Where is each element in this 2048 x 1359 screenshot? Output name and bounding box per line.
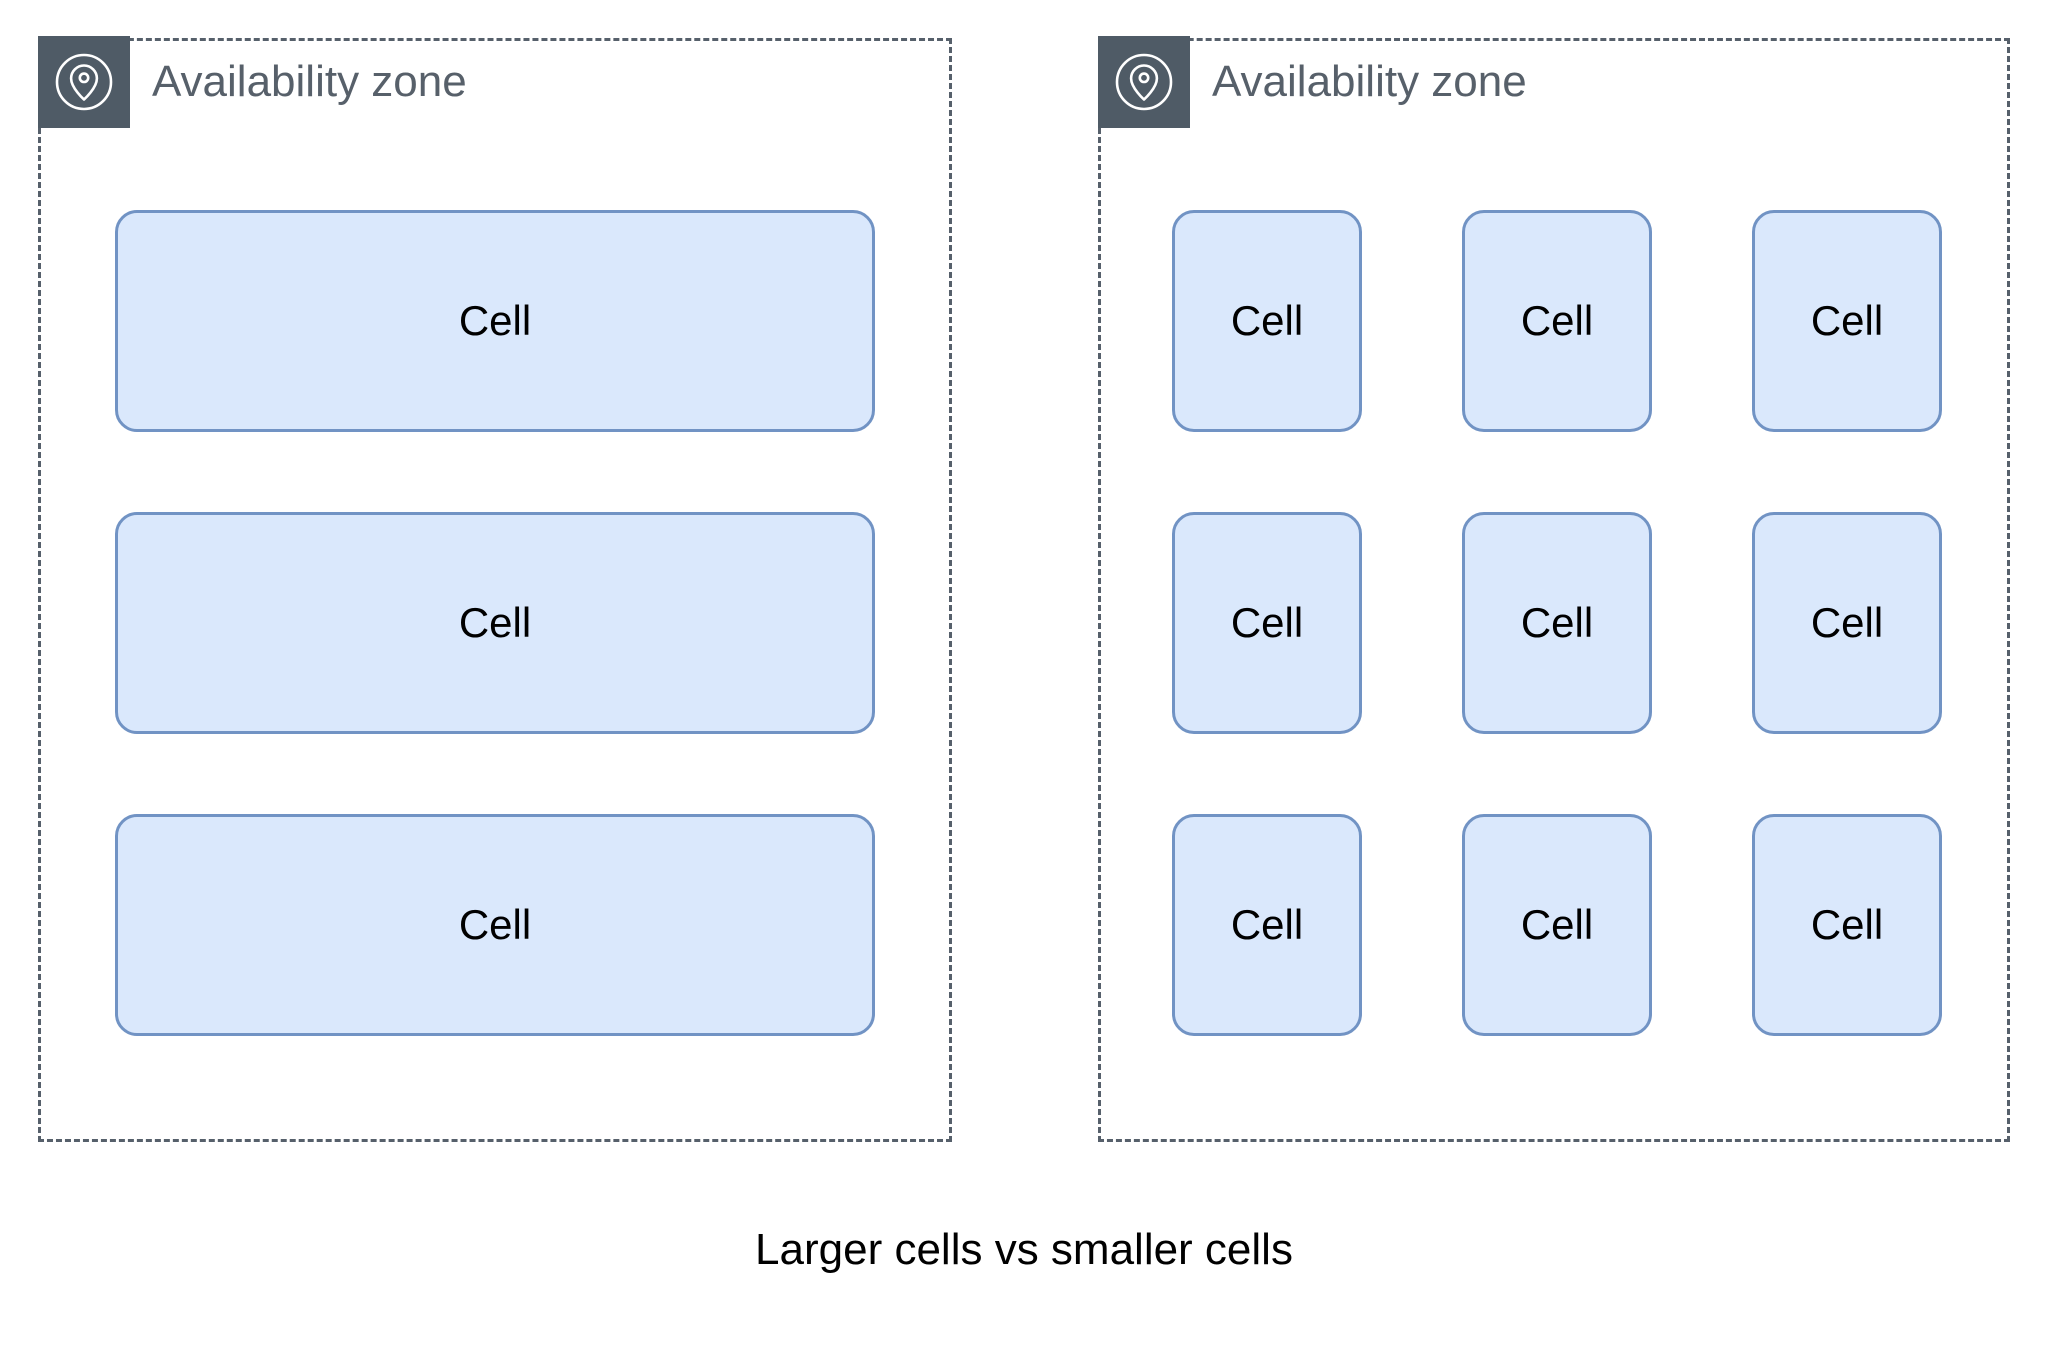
cell-right-8[interactable]: Cell	[1462, 814, 1652, 1036]
cell-label: Cell	[1810, 599, 1884, 646]
cell-left-3[interactable]: Cell	[115, 814, 875, 1036]
availability-zone-right	[1098, 38, 2010, 1142]
availability-zone-right-label: Availability zone	[1212, 57, 1527, 106]
cell-label: Cell	[458, 297, 532, 344]
cell-label: Cell	[1230, 901, 1304, 948]
cell-label: Cell	[1230, 297, 1304, 344]
availability-zone-left-label: Availability zone	[152, 57, 467, 106]
cell-right-9[interactable]: Cell	[1752, 814, 1942, 1036]
cell-right-4[interactable]: Cell	[1172, 512, 1362, 734]
availability-zone-left-header: Availability zone	[38, 36, 467, 128]
availability-zone-right-header: Availability zone	[1098, 36, 1527, 128]
cell-right-1[interactable]: Cell	[1172, 210, 1362, 432]
cell-right-2[interactable]: Cell	[1462, 210, 1652, 432]
diagram-caption: Larger cells vs smaller cells	[755, 1225, 1293, 1274]
cell-right-5[interactable]: Cell	[1462, 512, 1652, 734]
cell-label: Cell	[1810, 297, 1884, 344]
availability-zone-left	[38, 38, 952, 1142]
cell-label: Cell	[1810, 901, 1884, 948]
cell-left-1[interactable]: Cell	[115, 210, 875, 432]
cell-right-3[interactable]: Cell	[1752, 210, 1942, 432]
cell-right-6[interactable]: Cell	[1752, 512, 1942, 734]
cell-label: Cell	[458, 599, 532, 646]
location-pin-icon	[1098, 36, 1190, 128]
cell-label: Cell	[1520, 297, 1594, 344]
cell-left-2[interactable]: Cell	[115, 512, 875, 734]
cell-right-7[interactable]: Cell	[1172, 814, 1362, 1036]
cell-label: Cell	[458, 901, 532, 948]
cell-label: Cell	[1520, 599, 1594, 646]
cell-label: Cell	[1520, 901, 1594, 948]
location-pin-icon	[38, 36, 130, 128]
cell-label: Cell	[1230, 599, 1304, 646]
